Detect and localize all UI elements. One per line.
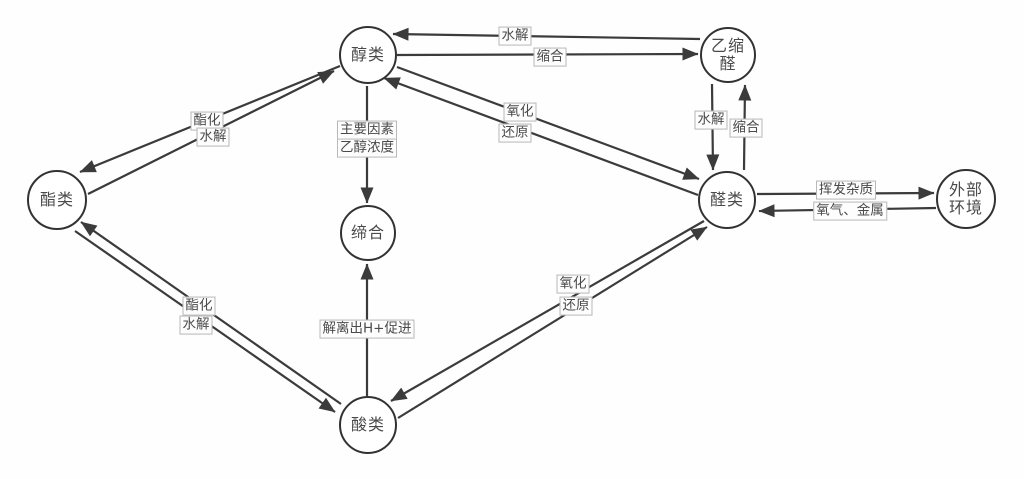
edge-aldehydes-to-alcohols-reduction bbox=[383, 76, 699, 197]
edge-aldehydes-to-acetal-condensation bbox=[738, 84, 752, 171]
edge-acids-to-aldehydes-reduction bbox=[397, 226, 708, 419]
edge-aldehydes-to-external-volatile-impurities bbox=[756, 186, 935, 200]
edge-acetal-to-alcohols-hydrolysis bbox=[392, 27, 701, 41]
edge-acids-to-esters-esterification bbox=[80, 221, 342, 405]
edge-esters-to-alcohols-hydrolysis bbox=[87, 70, 335, 195]
edge-external-to-aldehydes-oxygen-metal bbox=[758, 204, 937, 218]
edge-alcohols-to-acetal-condensation bbox=[396, 47, 699, 61]
edge-esters-to-acids-hydrolysis bbox=[74, 230, 336, 413]
edge-aldehydes-to-acids-oxidation bbox=[390, 220, 705, 402]
edge-acetal-to-aldehydes-hydrolysis bbox=[706, 83, 720, 171]
edge-alcohols-to-esters-esterification bbox=[79, 64, 341, 174]
edge-alcohols-to-aldehydes-oxidation bbox=[396, 65, 700, 181]
